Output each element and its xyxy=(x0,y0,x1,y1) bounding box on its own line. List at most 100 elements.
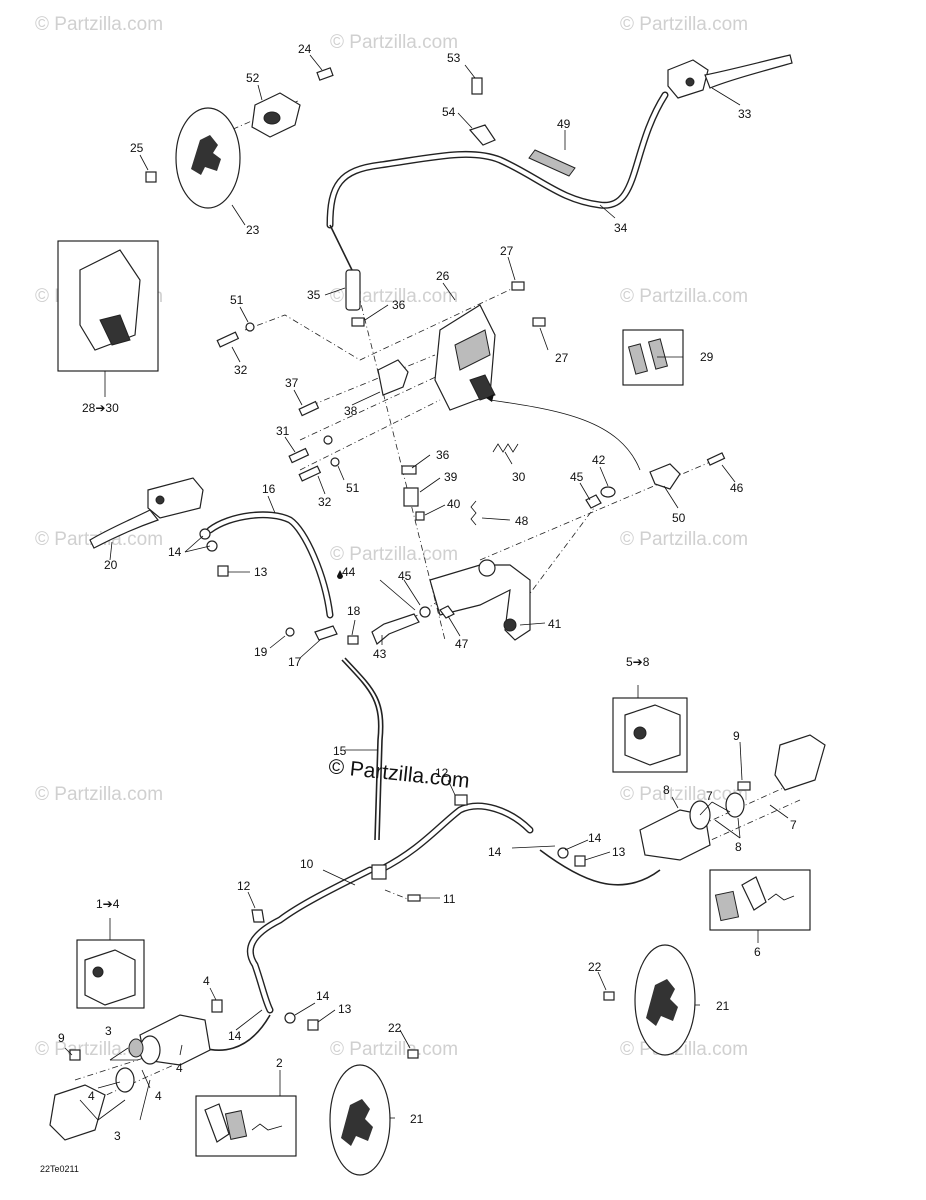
callout-28-30: 28➔30 xyxy=(82,401,119,415)
callout-42: 42 xyxy=(592,453,606,467)
inset-pads-6 xyxy=(709,869,811,931)
watermark-text: © Partzilla.com xyxy=(620,286,748,307)
nut-25 xyxy=(145,171,157,183)
inset-caliper-1-4 xyxy=(76,939,145,1009)
callout-41: 41 xyxy=(548,617,562,631)
callout-12: 12 xyxy=(435,766,449,780)
callout-1-4: 1➔4 xyxy=(96,897,120,911)
components xyxy=(49,54,826,1176)
callout-4: 4 xyxy=(203,974,210,988)
callout-43: 43 xyxy=(373,647,387,661)
callout-21: 21 xyxy=(716,999,730,1013)
caliper-right xyxy=(639,734,826,861)
caliper-left-lower xyxy=(49,1014,211,1141)
callout-7: 7 xyxy=(706,789,713,803)
reference-code: 22Te0211 xyxy=(40,1164,79,1174)
callout-46: 46 xyxy=(730,481,744,495)
callout-24: 24 xyxy=(298,42,312,56)
caliper-26 xyxy=(434,304,496,411)
callout-9: 9 xyxy=(58,1031,65,1045)
brake-disc-21 xyxy=(329,1064,391,1176)
callout-9: 9 xyxy=(733,729,740,743)
callout-23: 23 xyxy=(246,223,260,237)
bolt-22 xyxy=(603,991,615,1001)
callout-labels: 24 52 25 23 53 54 49 33 34 35 36 27 27 2… xyxy=(40,42,797,1174)
watermark-text: © Partzilla.com xyxy=(35,784,163,805)
callout-44: 44 xyxy=(342,565,356,579)
watermark-text: © Partzilla.com xyxy=(330,286,458,307)
callout-37: 37 xyxy=(285,376,299,390)
brake-line-15 xyxy=(341,659,380,841)
callout-52: 52 xyxy=(246,71,260,85)
nut-19 xyxy=(285,627,295,637)
callout-20: 20 xyxy=(104,558,118,572)
callout-4: 4 xyxy=(155,1089,162,1103)
part-40 xyxy=(415,511,425,521)
callout-26: 26 xyxy=(436,269,450,283)
bolt-18 xyxy=(347,635,359,645)
watermark-text: © Partzilla.com xyxy=(35,14,163,35)
brake-lever-33 xyxy=(667,54,793,99)
callout-18: 18 xyxy=(347,604,361,618)
bushing-39 xyxy=(403,487,419,507)
bolt-11 xyxy=(407,894,421,902)
washer-51 xyxy=(330,457,340,467)
callout-51: 51 xyxy=(346,481,360,495)
callout-8: 8 xyxy=(735,840,742,854)
hub-52 xyxy=(251,92,301,138)
washer-51 xyxy=(245,322,255,332)
arrow-markers xyxy=(337,394,641,579)
bolt-27 xyxy=(532,317,546,327)
master-cylinder-20 xyxy=(89,477,204,549)
spring-48 xyxy=(470,500,477,526)
inset-pads-29 xyxy=(622,329,684,386)
washer-45 xyxy=(419,606,431,618)
callout-51: 51 xyxy=(230,293,244,307)
bolt-46 xyxy=(706,452,726,466)
part-12 xyxy=(454,794,468,806)
callout-32: 32 xyxy=(234,363,248,377)
hose-16 xyxy=(206,511,334,619)
part-49 xyxy=(528,149,576,177)
watermark-main-text: © Partzilla.com xyxy=(327,755,470,793)
callout-15: 15 xyxy=(333,744,347,758)
bolt-31 xyxy=(288,447,310,464)
callout-48: 48 xyxy=(515,514,529,528)
hose-right-caliper xyxy=(539,849,661,886)
inset-boxes xyxy=(57,240,811,1157)
callout-27: 27 xyxy=(500,244,514,258)
callout-3: 3 xyxy=(105,1024,112,1038)
grease-drop-icon xyxy=(337,570,343,579)
callout-14: 14 xyxy=(168,545,182,559)
bleeder-9 xyxy=(69,1049,81,1061)
clamp-54 xyxy=(468,124,496,146)
callout-36: 36 xyxy=(436,448,450,462)
bolt-32 xyxy=(216,331,240,348)
callout-53: 53 xyxy=(447,51,461,65)
watermark-text: © Partzilla.com xyxy=(330,32,458,53)
part-12 xyxy=(251,909,265,923)
callout-22: 22 xyxy=(388,1021,402,1035)
callout-49: 49 xyxy=(557,117,571,131)
bolt-13 xyxy=(217,565,229,577)
callout-45: 45 xyxy=(398,569,412,583)
brake-pedal-41 xyxy=(429,559,531,641)
callout-14: 14 xyxy=(316,989,330,1003)
leader-lines xyxy=(64,54,789,1121)
callout-35: 35 xyxy=(307,288,321,302)
inset-caliper-5-8 xyxy=(612,697,688,773)
bracket-38 xyxy=(377,359,409,396)
bolt-32 xyxy=(298,465,322,482)
bolt-37 xyxy=(298,400,320,417)
callout-54: 54 xyxy=(442,105,456,119)
watermark-text: © Partzilla.com xyxy=(620,14,748,35)
watermark-text: © Partzilla.com xyxy=(330,544,458,565)
bracket-50 xyxy=(649,463,681,490)
inset-pads-2 xyxy=(195,1095,297,1157)
bolt-24 xyxy=(316,67,334,81)
callout-12: 12 xyxy=(237,879,251,893)
callout-36: 36 xyxy=(392,298,406,312)
washer-42 xyxy=(600,486,616,498)
fitting-4 xyxy=(211,999,223,1013)
